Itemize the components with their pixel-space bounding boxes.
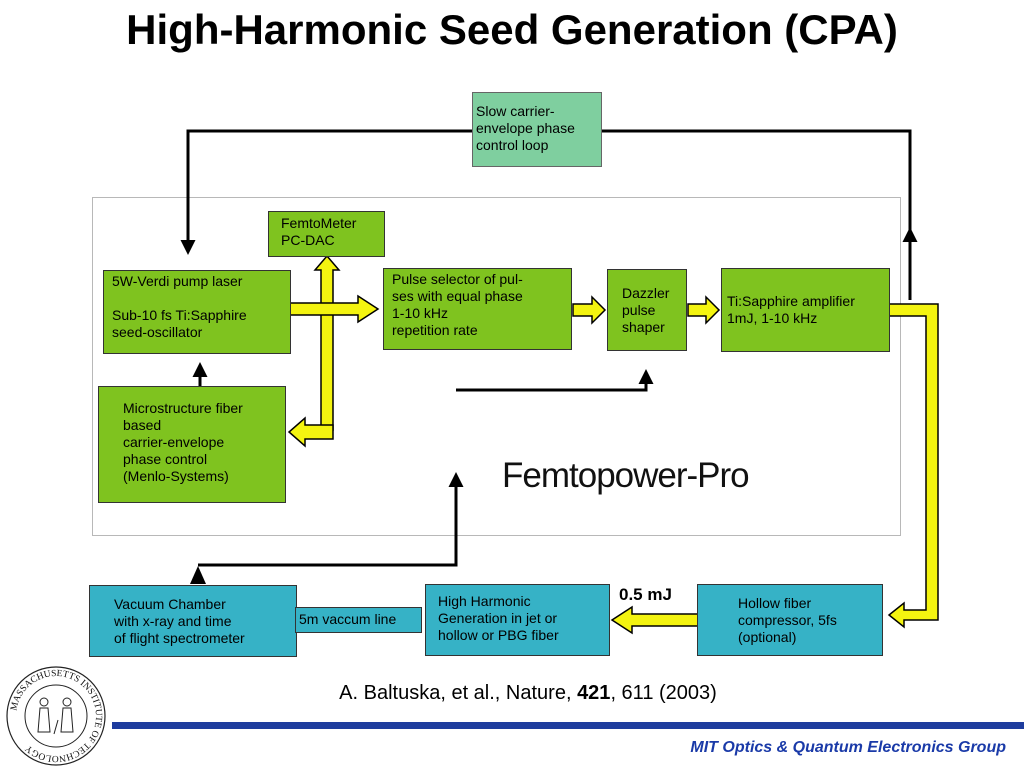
amplifier-box: Ti:Sapphire amplifier 1mJ, 1-10 kHz bbox=[721, 268, 890, 352]
citation: A. Baltuska, et al., Nature, 421, 611 (2… bbox=[0, 682, 1024, 705]
svg-text:MASSACHUSETTS INSTITUTE OF TEC: MASSACHUSETTS INSTITUTE OF TECHNOLOGY bbox=[9, 669, 103, 763]
vacuum-chamber-box: Vacuum Chamber with x-ray and time of fl… bbox=[89, 585, 297, 657]
microstructure-fiber-box: Microstructure fiber based carrier-envel… bbox=[98, 386, 286, 503]
verdi-oscillator-box: 5W-Verdi pump laser Sub-10 fs Ti:Sapphir… bbox=[103, 270, 291, 354]
feedback-loop-line bbox=[180, 129, 918, 300]
hollow-fiber-box: Hollow fiber compressor, 5fs (optional) bbox=[697, 584, 883, 656]
vacuum-up-arrowhead bbox=[190, 566, 206, 584]
footer-group-name: MIT Optics & Quantum Electronics Group bbox=[690, 739, 1006, 756]
dazzler-box: Dazzler pulse shaper bbox=[607, 269, 687, 351]
page-title: High-Harmonic Seed Generation (CPA) bbox=[126, 6, 898, 53]
citation-rest: , 611 (2003) bbox=[610, 682, 717, 704]
femtopower-frame bbox=[92, 197, 901, 536]
footer-rule bbox=[112, 722, 1024, 729]
vacuum-line-box: 5m vaccum line bbox=[295, 607, 422, 633]
citation-volume: 421 bbox=[577, 682, 611, 704]
hhg-box: High Harmonic Generation in jet or hollo… bbox=[425, 584, 610, 656]
pulse-selector-box: Pulse selector of pul- ses with equal ph… bbox=[383, 268, 572, 350]
yellow-beam-arrows bbox=[287, 254, 939, 635]
energy-label: 0.5 mJ bbox=[619, 585, 672, 604]
slow-control-loop-box: Slow carrier- envelope phase control loo… bbox=[472, 92, 602, 167]
femtopower-label: Femtopower-Pro bbox=[502, 456, 750, 495]
femtometer-box: FemtoMeter PC-DAC bbox=[268, 211, 385, 257]
citation-authors: A. Baltuska, et al., Nature, bbox=[339, 682, 578, 704]
mit-seal-logo: MASSACHUSETTS INSTITUTE OF TECHNOLOGY bbox=[6, 666, 106, 766]
